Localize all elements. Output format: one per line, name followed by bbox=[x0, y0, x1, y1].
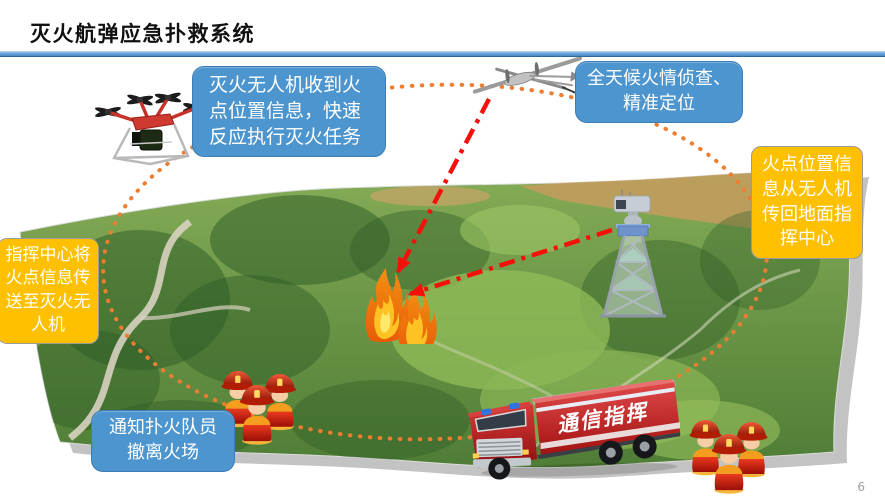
page-number: 6 bbox=[857, 480, 865, 494]
callout-uav-receive: 灭火无人机收到火点位置信息，快速反应执行灭火任务 bbox=[192, 66, 386, 157]
uav-plane-icon bbox=[472, 56, 583, 94]
arrow-tower-to-fire bbox=[408, 227, 613, 297]
callout-recon: 全天候火情侦查、精准定位 bbox=[575, 61, 743, 123]
callout-info-return: 火点位置信息从无人机传回地面指挥中心 bbox=[751, 146, 863, 260]
callout-command-dispatch: 指挥中心将火点信息传送至灭火无人机 bbox=[0, 238, 99, 344]
fire-icon bbox=[365, 268, 437, 344]
fire-truck-icon: 通信指挥 bbox=[467, 380, 681, 480]
watchtower-icon bbox=[600, 190, 666, 318]
page-title: 灭火航弹应急扑救系统 bbox=[30, 22, 255, 46]
callout-notify-evacuate: 通知扑火队员撤离火场 bbox=[91, 410, 235, 472]
arrow-plane-to-fire bbox=[396, 97, 491, 274]
drone-icon bbox=[94, 92, 210, 166]
title-underline bbox=[0, 51, 885, 57]
